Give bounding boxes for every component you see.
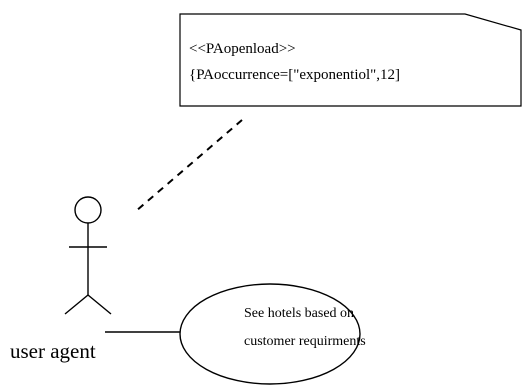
use-case-line-2: customer requirments	[244, 334, 366, 349]
actor-left-leg	[64, 294, 89, 315]
note-stereotype: <<PAopenload>>	[189, 41, 296, 57]
note-shape	[179, 13, 522, 107]
actor-figure	[64, 196, 112, 315]
note-connector	[135, 119, 243, 212]
actor-right-leg	[87, 294, 112, 315]
actor-label: user agent	[10, 339, 96, 363]
note: <<PAopenload>> {PAoccurrence=["exponenti…	[179, 13, 522, 107]
note-tagged-value: {PAoccurrence=["exponentiol",12]	[189, 67, 400, 83]
use-case-ellipse	[179, 283, 361, 385]
actor-head	[74, 196, 102, 224]
use-case-line-1: See hotels based on	[244, 306, 354, 321]
use-case: See hotels based on customer requirments	[179, 283, 366, 385]
